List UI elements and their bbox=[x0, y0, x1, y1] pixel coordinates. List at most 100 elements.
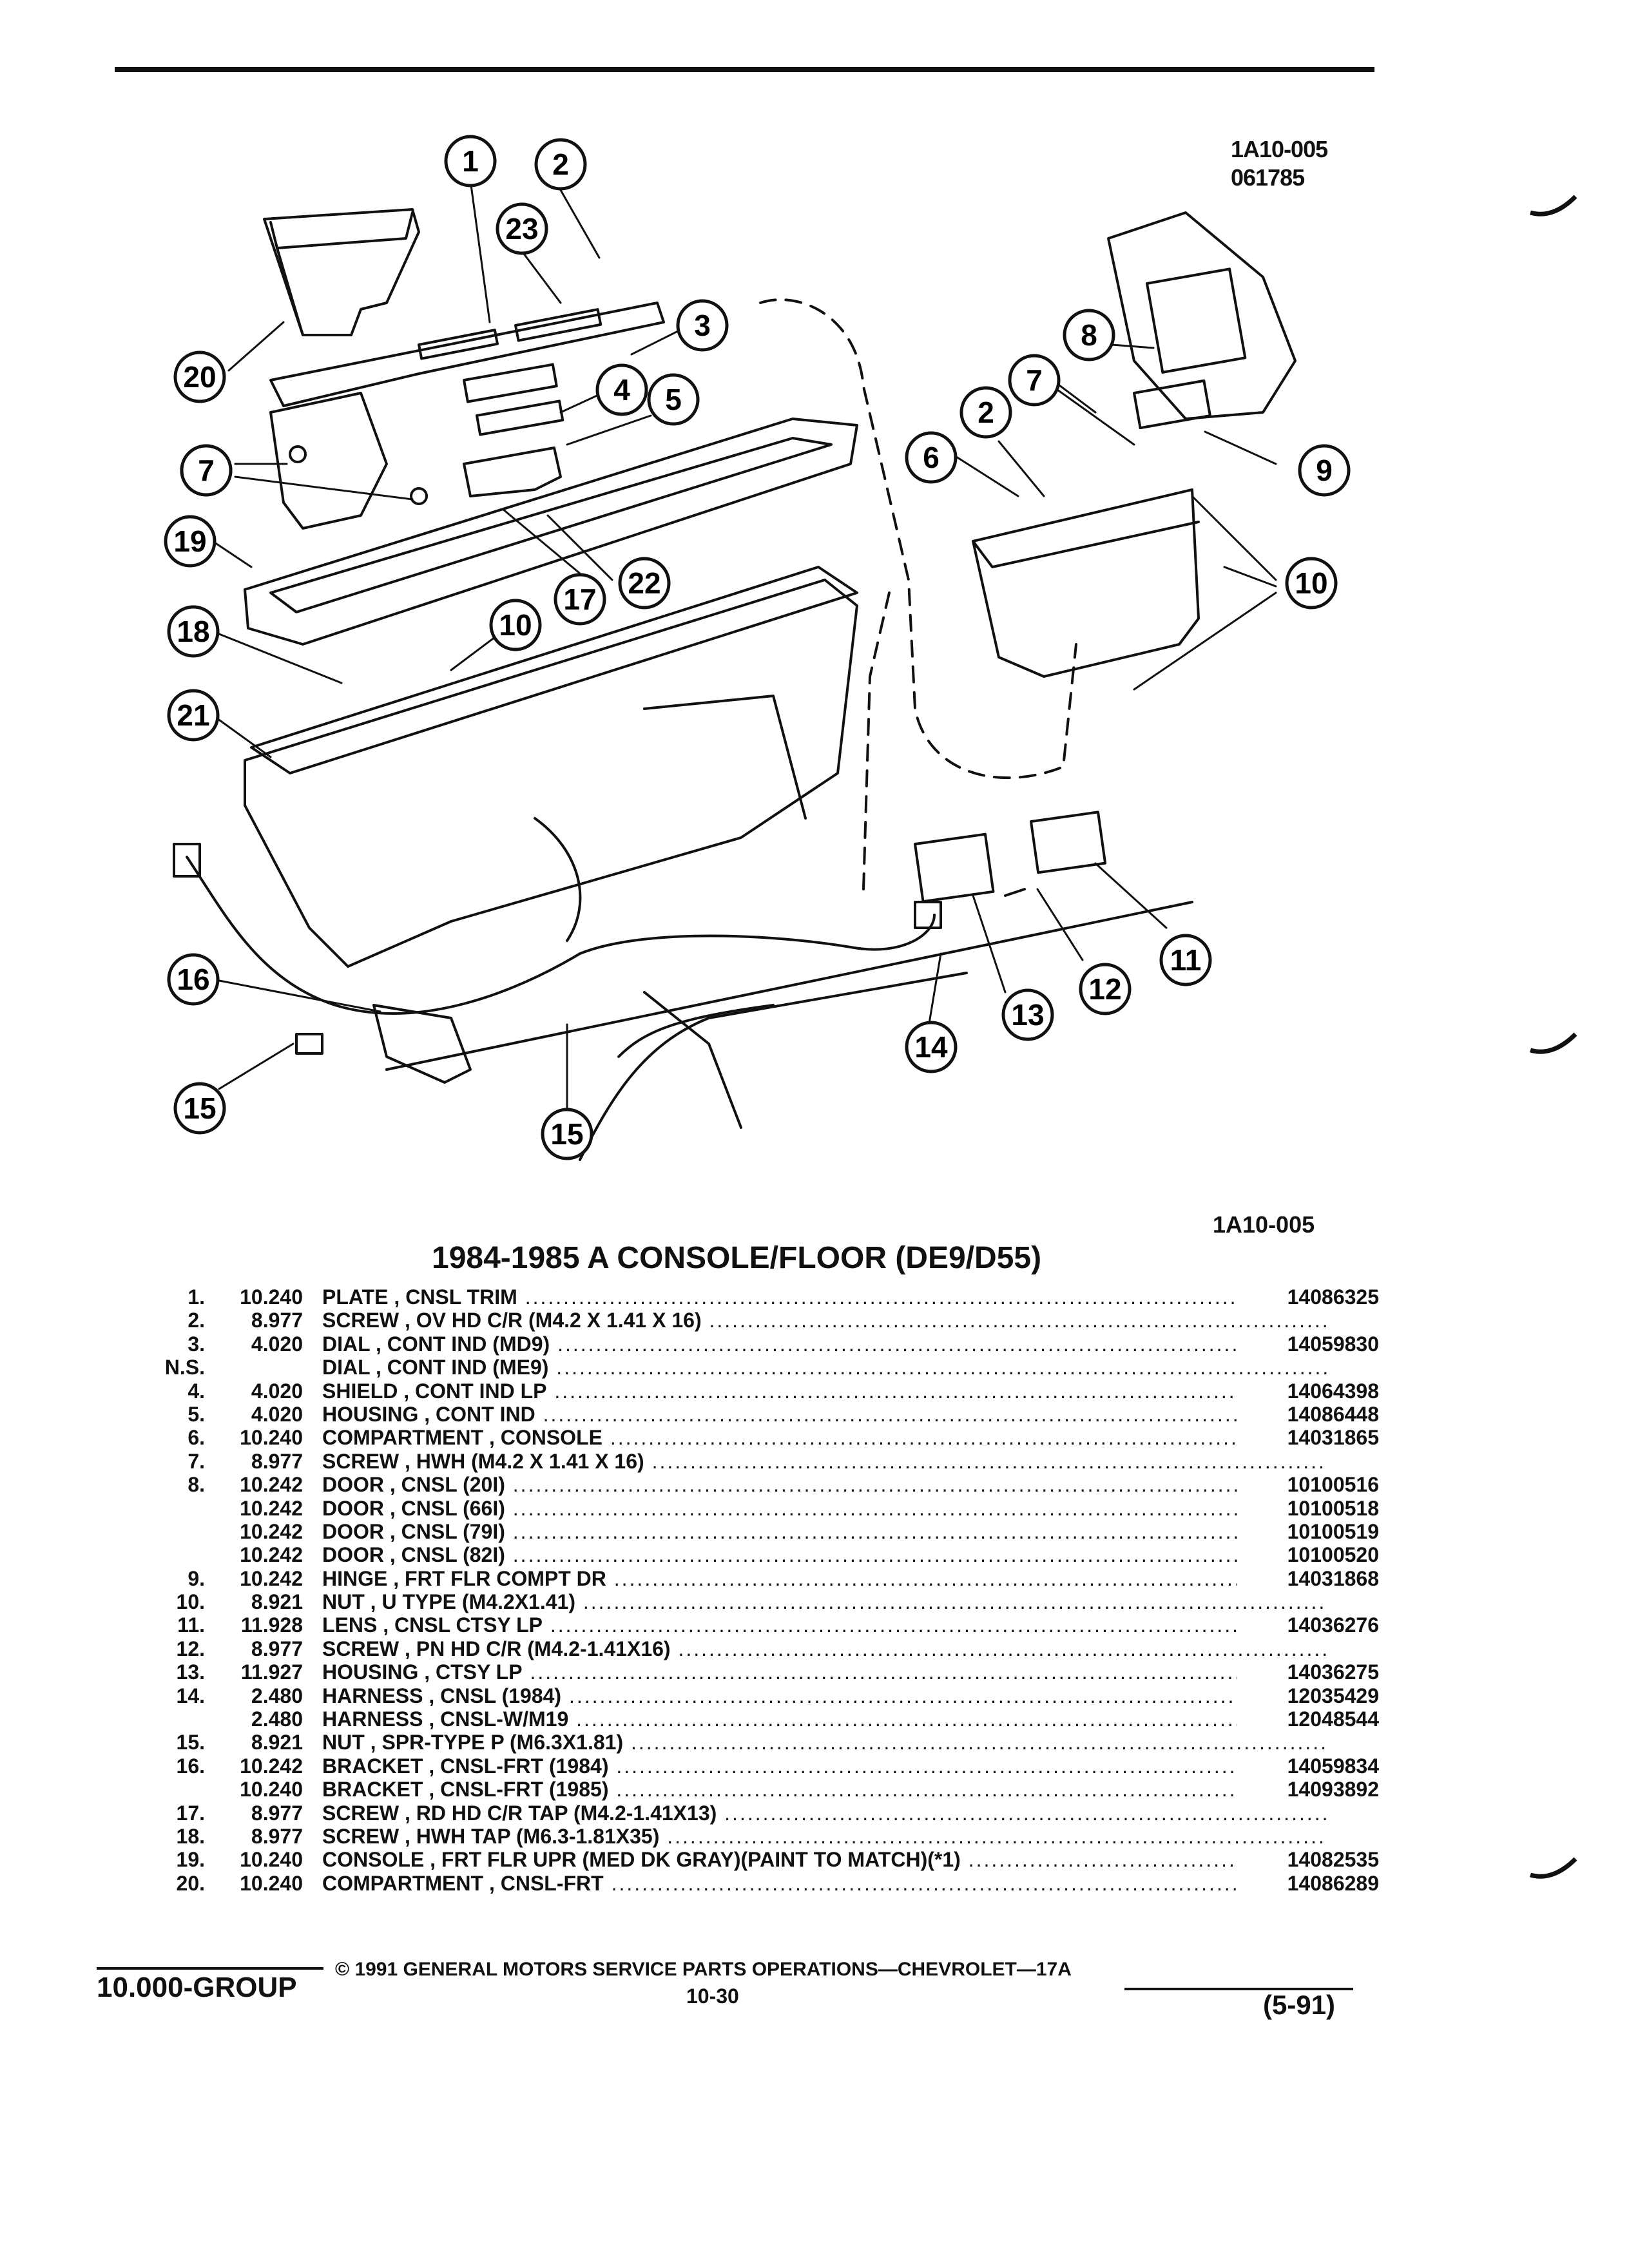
item-number: 14. bbox=[176, 1684, 205, 1707]
item-number: 13. bbox=[176, 1660, 205, 1684]
binder-mark bbox=[1530, 1857, 1577, 1879]
item-number: 3. bbox=[188, 1332, 205, 1356]
catalog-title: 1984-1985 A CONSOLE/FLOOR (DE9/D55) bbox=[432, 1241, 1042, 1275]
part-hinge bbox=[1133, 379, 1211, 430]
part-console-door bbox=[1107, 211, 1296, 420]
figure-code-bottom: 1A10-005 bbox=[1213, 1211, 1315, 1238]
part-description: CONSOLE , FRT FLR UPR (MED DK GRAY)(PAIN… bbox=[322, 1848, 1327, 1871]
part-description: DOOR , CNSL (82I) bbox=[322, 1543, 1327, 1566]
part-number: 10100518 bbox=[1237, 1496, 1379, 1520]
part-number: 14086289 bbox=[1237, 1871, 1379, 1896]
svg-text:6: 6 bbox=[923, 441, 940, 474]
parts-row: 7. 8.977 SCREW , HWH (M4.2 X 1.41 X 16) bbox=[148, 1450, 1373, 1473]
part-description: SHIELD , CONT IND LP bbox=[322, 1379, 1327, 1403]
svg-text:13: 13 bbox=[1011, 998, 1044, 1032]
part-description: NUT , SPR-TYPE P (M6.3X1.81) bbox=[322, 1731, 1327, 1754]
part-description: COMPARTMENT , CNSL-FRT bbox=[322, 1872, 1327, 1895]
part-number: 10100516 bbox=[1237, 1473, 1379, 1497]
part-description: SCREW , HWH TAP (M6.3-1.81X35) bbox=[322, 1825, 1327, 1848]
callout-2: 2 bbox=[534, 138, 587, 191]
callout-23: 23 bbox=[496, 202, 548, 255]
callout-4: 4 bbox=[595, 363, 648, 416]
part-description: SCREW , HWH (M4.2 X 1.41 X 16) bbox=[322, 1450, 1327, 1473]
group-number: 8.977 bbox=[251, 1801, 303, 1825]
group-number: 4.020 bbox=[251, 1379, 303, 1403]
exploded-parts-diagram bbox=[173, 179, 1296, 1161]
callout-1: 1 bbox=[444, 135, 497, 187]
part-number: 14031865 bbox=[1237, 1426, 1379, 1450]
svg-text:9: 9 bbox=[1316, 454, 1333, 487]
part-compartment-front bbox=[263, 208, 420, 336]
item-number: 10. bbox=[176, 1590, 205, 1614]
group-number: 11.928 bbox=[240, 1613, 303, 1637]
part-description: LENS , CNSL CTSY LP bbox=[322, 1613, 1327, 1637]
callout-18: 18 bbox=[167, 605, 220, 658]
part-description: HINGE , FRT FLR COMPT DR bbox=[322, 1567, 1327, 1590]
svg-text:17: 17 bbox=[563, 582, 596, 616]
group-number: 10.242 bbox=[240, 1566, 303, 1590]
svg-text:16: 16 bbox=[177, 963, 209, 996]
parts-row: 10.242 DOOR , CNSL (79I)10100519 bbox=[148, 1519, 1379, 1544]
footer-rule-right bbox=[1124, 1988, 1353, 1990]
item-number: 11. bbox=[177, 1613, 205, 1637]
item-number: 20. bbox=[176, 1871, 205, 1895]
part-number: 14059834 bbox=[1237, 1754, 1379, 1778]
item-number: 5. bbox=[188, 1402, 205, 1426]
callout-17: 17 bbox=[554, 573, 606, 626]
item-number: 4. bbox=[188, 1379, 205, 1403]
svg-text:21: 21 bbox=[177, 698, 209, 732]
callout-11: 11 bbox=[1159, 934, 1212, 986]
callout-7: 7 bbox=[180, 444, 233, 497]
callout-10: 10 bbox=[489, 599, 542, 651]
part-console-upper bbox=[244, 418, 858, 646]
part-dial-stack bbox=[463, 363, 564, 497]
item-number: 2. bbox=[188, 1309, 205, 1332]
footer-page-number: 10-30 bbox=[686, 1984, 739, 2008]
svg-text:15: 15 bbox=[550, 1117, 583, 1151]
item-number: 12. bbox=[176, 1637, 205, 1660]
svg-text:8: 8 bbox=[1081, 318, 1097, 352]
harness-route-dashed bbox=[759, 298, 1077, 780]
callout-9: 9 bbox=[1298, 444, 1351, 497]
part-description: DOOR , CNSL (79I) bbox=[322, 1520, 1327, 1543]
item-number: 7. bbox=[188, 1449, 205, 1473]
group-number: 8.977 bbox=[251, 1824, 303, 1848]
group-number: 10.242 bbox=[240, 1519, 303, 1543]
callout-13: 13 bbox=[1001, 988, 1054, 1041]
figure-code: 1A10-005 bbox=[1231, 136, 1328, 162]
svg-text:5: 5 bbox=[665, 383, 682, 416]
callout-19: 19 bbox=[164, 515, 217, 568]
callout-8: 8 bbox=[1063, 309, 1115, 361]
part-trim-plate bbox=[269, 302, 665, 407]
part-number: 10100519 bbox=[1237, 1519, 1379, 1544]
group-number: 8.921 bbox=[251, 1731, 303, 1754]
callout-15: 15 bbox=[173, 1082, 226, 1135]
group-number: 8.977 bbox=[251, 1449, 303, 1473]
group-number: 10.240 bbox=[240, 1848, 303, 1872]
part-description: DOOR , CNSL (20I) bbox=[322, 1473, 1327, 1496]
group-number: 8.977 bbox=[251, 1309, 303, 1332]
callout-5: 5 bbox=[647, 373, 700, 426]
callout-2: 2 bbox=[959, 386, 1012, 439]
svg-text:19: 19 bbox=[173, 524, 206, 558]
callout-3: 3 bbox=[676, 299, 729, 352]
part-floor-tunnel bbox=[385, 901, 1193, 1161]
callout-14: 14 bbox=[905, 1021, 958, 1073]
part-description: PLATE , CNSL TRIM bbox=[322, 1285, 1327, 1309]
callout-21: 21 bbox=[167, 689, 220, 742]
part-description: SCREW , RD HD C/R TAP (M4.2-1.41X13) bbox=[322, 1802, 1327, 1825]
part-number: 10100520 bbox=[1237, 1543, 1379, 1567]
part-number: 14093892 bbox=[1237, 1778, 1379, 1802]
item-number: 1. bbox=[188, 1285, 205, 1309]
footer-copyright: © 1991 GENERAL MOTORS SERVICE PARTS OPER… bbox=[335, 1959, 1072, 1980]
